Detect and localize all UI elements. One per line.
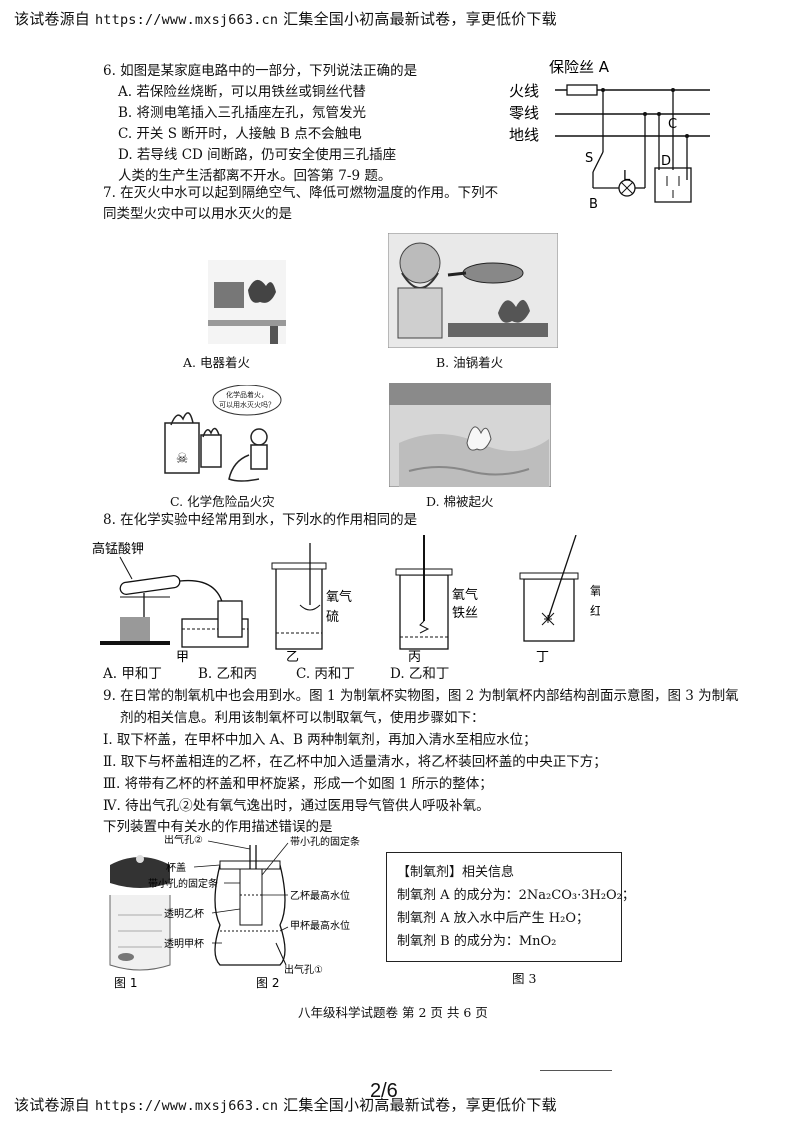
apparatus-yi: 氧气 硫 乙 <box>271 543 352 665</box>
jia-max-level-label: 甲杯最高水位 <box>290 919 350 932</box>
banner-left-text-bottom: 该试卷源自 <box>14 1096 91 1114</box>
live-wire-label: 火线 <box>509 82 539 100</box>
switch-s-label: S <box>585 151 593 166</box>
q9-step-2: Ⅱ. 取下与杯盖相连的乙杯，在乙杯中加入适量清水，将乙杯装回杯盖的中央正下方； <box>103 754 607 770</box>
info-line-3: 制氧剂 B 的成分为：MnO₂ <box>397 934 557 949</box>
q6-intro-7-9: 人类的生产生活都离不开水。回答第 7-9 题。 <box>118 168 392 184</box>
q9-stem-line2: 剂的相关信息。利用该制氧杯可以制取氧气，使用步骤如下： <box>120 710 485 726</box>
q7-option-c: C. 化学危险品火灾 <box>170 494 275 509</box>
svg-text:☠: ☠ <box>176 451 189 467</box>
q6-option-c: C. 开关 S 断开时，人接触 B 点不会触电 <box>118 126 362 142</box>
o2-label-yi: 氧气 <box>326 589 352 605</box>
fig2-caption: 图 2 <box>256 976 279 990</box>
outlet2-label: 出气孔② <box>164 835 203 846</box>
source-banner-bottom: 该试卷源自 https://www.mxsj663.cn 汇集全国小初高最新试卷… <box>14 1094 557 1115</box>
q9-ask: 下列装置中有关水的作用描述错误的是 <box>103 819 333 835</box>
q8-option-c: C. 丙和丁 <box>296 666 355 682</box>
iron-wire-label: 铁丝 <box>452 606 478 621</box>
household-circuit-diagram: 保险丝 A 火线 零线 地线 C S L B D <box>509 60 710 212</box>
footer-divider <box>540 1070 612 1071</box>
q7-stem-line2: 同类型火灾中可以用水灭火的是 <box>103 206 292 222</box>
fixing-strip-right-label: 带小孔的固定条 <box>290 835 360 848</box>
point-d-label: D <box>661 154 671 169</box>
red-phosphorus-label: 红磷 <box>590 603 600 618</box>
cup-jia-label: 透明甲杯 <box>164 937 204 950</box>
banner-left-text: 该试卷源自 <box>14 10 91 28</box>
quilt-fire-image <box>389 383 551 487</box>
electrical-fire-image <box>208 260 286 344</box>
fixing-strip-left-label: 带小孔的固定条 <box>148 877 218 890</box>
q9-step-1: Ⅰ. 取下杯盖，在甲杯中加入 A、B 两种制氧剂，再加入清水至相应水位； <box>103 732 537 748</box>
point-b-label: B <box>589 197 598 212</box>
apparatus-bing: 氧气 铁丝 丙 <box>395 535 478 665</box>
neutral-wire-label: 零线 <box>509 104 539 122</box>
svg-text:可以用水灭火吗？: 可以用水灭火吗？ <box>219 400 275 409</box>
q6-option-b: B. 将测电笔插入三孔插座左孔，氖管发光 <box>118 105 367 121</box>
page-number: 2/6 <box>370 1080 398 1102</box>
q7-option-b: B. 油锅着火 <box>436 355 504 370</box>
info-line-1: 制氧剂 A 的成分为：2Na₂CO₃·3H₂O₂； <box>397 888 635 903</box>
fig-yi-label: 乙 <box>286 650 299 665</box>
kmno4-label: 高锰酸钾 <box>92 541 144 557</box>
info-line-2: 制氧剂 A 放入水中后产生 H₂O； <box>397 911 589 926</box>
q7-stem-line1: 7. 在灭火中水可以起到隔绝空气、降低可燃物温度的作用。下列不 <box>103 185 499 201</box>
source-banner-top: 该试卷源自 https://www.mxsj663.cn 汇集全国小初高最新试卷… <box>14 8 557 29</box>
oil-pan-fire-image <box>388 233 558 348</box>
q8-apparatus-figures: 高锰酸钾 甲 氧气 硫 乙 氧气 铁丝 丙 <box>92 535 600 665</box>
q8-option-d: D. 乙和丁 <box>390 666 450 682</box>
lamp-l-label: L <box>623 169 631 184</box>
cup-yi-label: 透明乙杯 <box>164 907 204 920</box>
ground-wire-label: 地线 <box>509 126 539 144</box>
fig3-caption: 图 3 <box>512 971 537 986</box>
oxygen-cup-cross-section <box>214 845 287 966</box>
chemical-fire-cartoon: 化学品着火， 可以用水灭火吗？ ☠ <box>163 385 283 485</box>
apparatus-ding: 氧气 红磷 丁 <box>519 535 600 665</box>
svg-text:化学品着火，: 化学品着火， <box>226 390 268 399</box>
fig-bing-label: 丙 <box>408 650 421 665</box>
q6-option-d: D. 若导线 CD 间断路，仍可安全使用三孔插座 <box>118 147 397 163</box>
q6-stem: 6. 如图是某家庭电路中的一部分，下列说法正确的是 <box>103 63 418 79</box>
q8-option-b: B. 乙和丙 <box>198 666 258 682</box>
outlet1-label: 出气孔① <box>284 963 323 976</box>
lid-label: 杯盖 <box>166 861 186 874</box>
q9-step-3: Ⅲ. 将带有乙杯的杯盖和甲杯旋紧，形成一个如图 1 所示的整体； <box>103 776 493 792</box>
o2-label-bing: 氧气 <box>452 587 478 603</box>
o2-label-ding: 氧气 <box>590 583 600 598</box>
banner-right-text-bottom: 汇集全国小初高最新试卷，享更低价下载 <box>283 1096 557 1114</box>
sulfur-label: 硫 <box>326 610 339 625</box>
q7-option-a: A. 电器着火 <box>183 355 250 370</box>
banner-url-link-bottom[interactable]: https://www.mxsj663.cn <box>94 1098 279 1114</box>
q6-option-a: A. 若保险丝烧断，可以用铁丝或铜丝代替 <box>118 84 366 100</box>
fuse-label: 保险丝 A <box>549 60 610 76</box>
fig1-caption: 图 1 <box>114 976 137 990</box>
banner-url-link[interactable]: https://www.mxsj663.cn <box>94 12 279 28</box>
page-info-footer: 八年级科学试题卷 第 2 页 共 6 页 <box>298 1005 488 1020</box>
info-title: 【制氧剂】相关信息 <box>397 865 515 880</box>
fig-jia-label: 甲 <box>176 650 189 665</box>
yi-max-level-label: 乙杯最高水位 <box>290 889 350 902</box>
q8-option-a: A. 甲和丁 <box>103 666 162 682</box>
q7-option-d: D. 棉被起火 <box>426 494 494 509</box>
banner-right-text: 汇集全国小初高最新试卷，享更低价下载 <box>283 10 557 28</box>
oxygen-cup-photo <box>109 855 171 971</box>
oxygen-agent-info-box: 【制氧剂】相关信息 制氧剂 A 的成分为：2Na₂CO₃·3H₂O₂； 制氧剂 … <box>386 852 635 962</box>
q8-stem: 8. 在化学实验中经常用到水，下列水的作用相同的是 <box>103 512 418 528</box>
q9-stem-line1: 9. 在日常的制氧机中也会用到水。图 1 为制氧杯实物图，图 2 为制氧杯内部结… <box>103 688 739 704</box>
apparatus-jia: 高锰酸钾 甲 <box>92 541 249 665</box>
q9-step-4: Ⅳ. 待出气孔②处有氧气逸出时，通过医用导气管供人呼吸补氧。 <box>103 798 490 814</box>
point-c-label: C <box>668 117 677 132</box>
oxygen-cup-figures: 图 1 出气孔② 杯盖 带小孔的固定条 透明乙杯 透明甲杯 带小孔的固定条 乙杯… <box>109 835 360 990</box>
fig-ding-label: 丁 <box>536 650 549 665</box>
